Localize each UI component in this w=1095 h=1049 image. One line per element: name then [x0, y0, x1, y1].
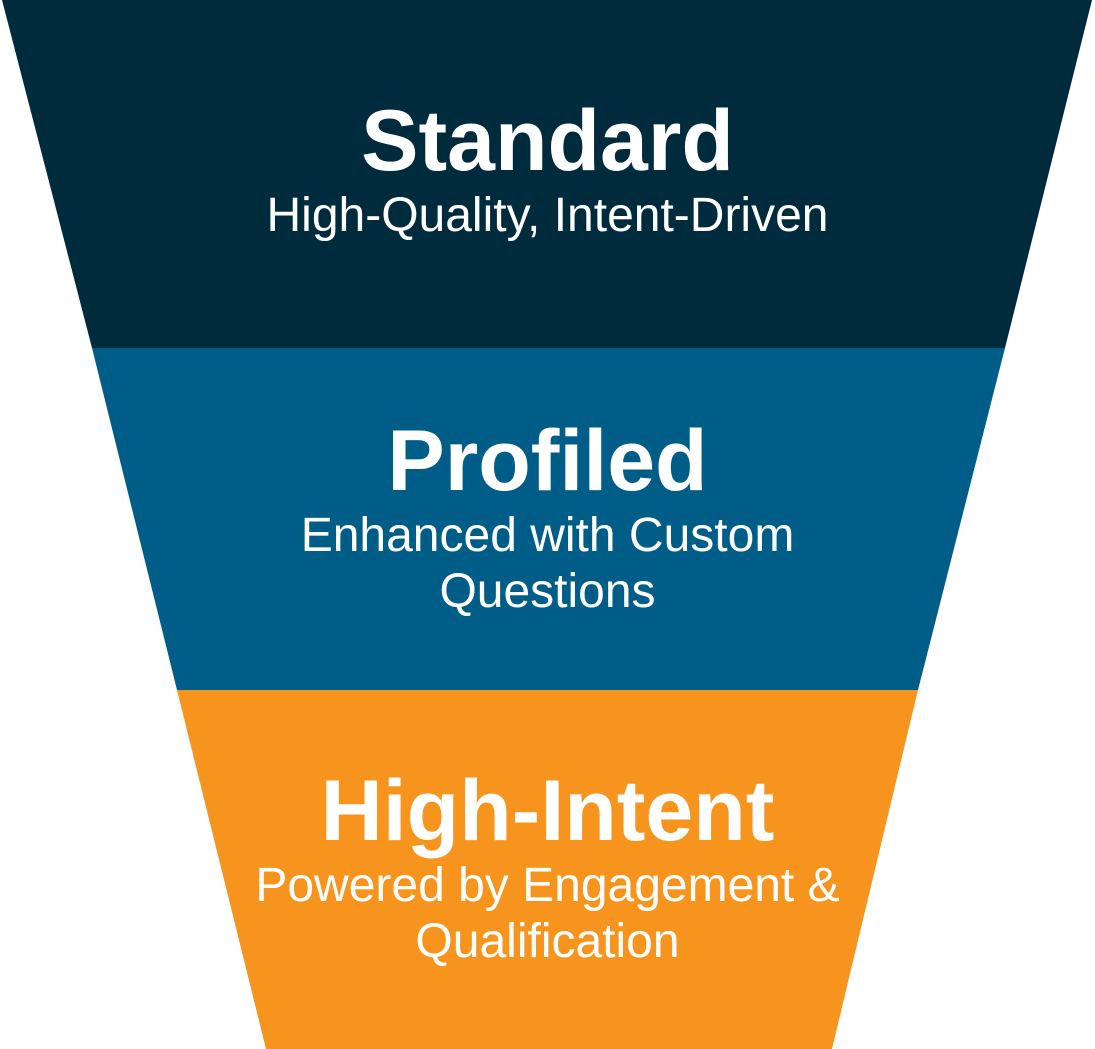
tier-profiled-title: Profiled — [387, 413, 708, 509]
tier-standard-subtitle: High-Quality, Intent-Driven — [266, 189, 829, 242]
tier-high-intent-title: High-Intent — [320, 763, 775, 859]
tier-standard: Standard High-Quality, Intent-Driven — [0, 98, 1095, 244]
funnel-band-standard — [2, 0, 1092, 348]
tier-profiled: Profiled Enhanced with Custom Questions — [0, 418, 1095, 620]
funnel-band-profiled — [92, 348, 1005, 690]
funnel-band-high-intent — [177, 690, 918, 1049]
tier-standard-title: Standard — [361, 93, 734, 189]
tier-profiled-subtitle: Enhanced with Custom Questions — [300, 509, 795, 618]
tier-high-intent-subtitle: Powered by Engagement & Qualification — [255, 859, 840, 968]
tier-high-intent: High-Intent Powered by Engagement & Qual… — [0, 768, 1095, 970]
